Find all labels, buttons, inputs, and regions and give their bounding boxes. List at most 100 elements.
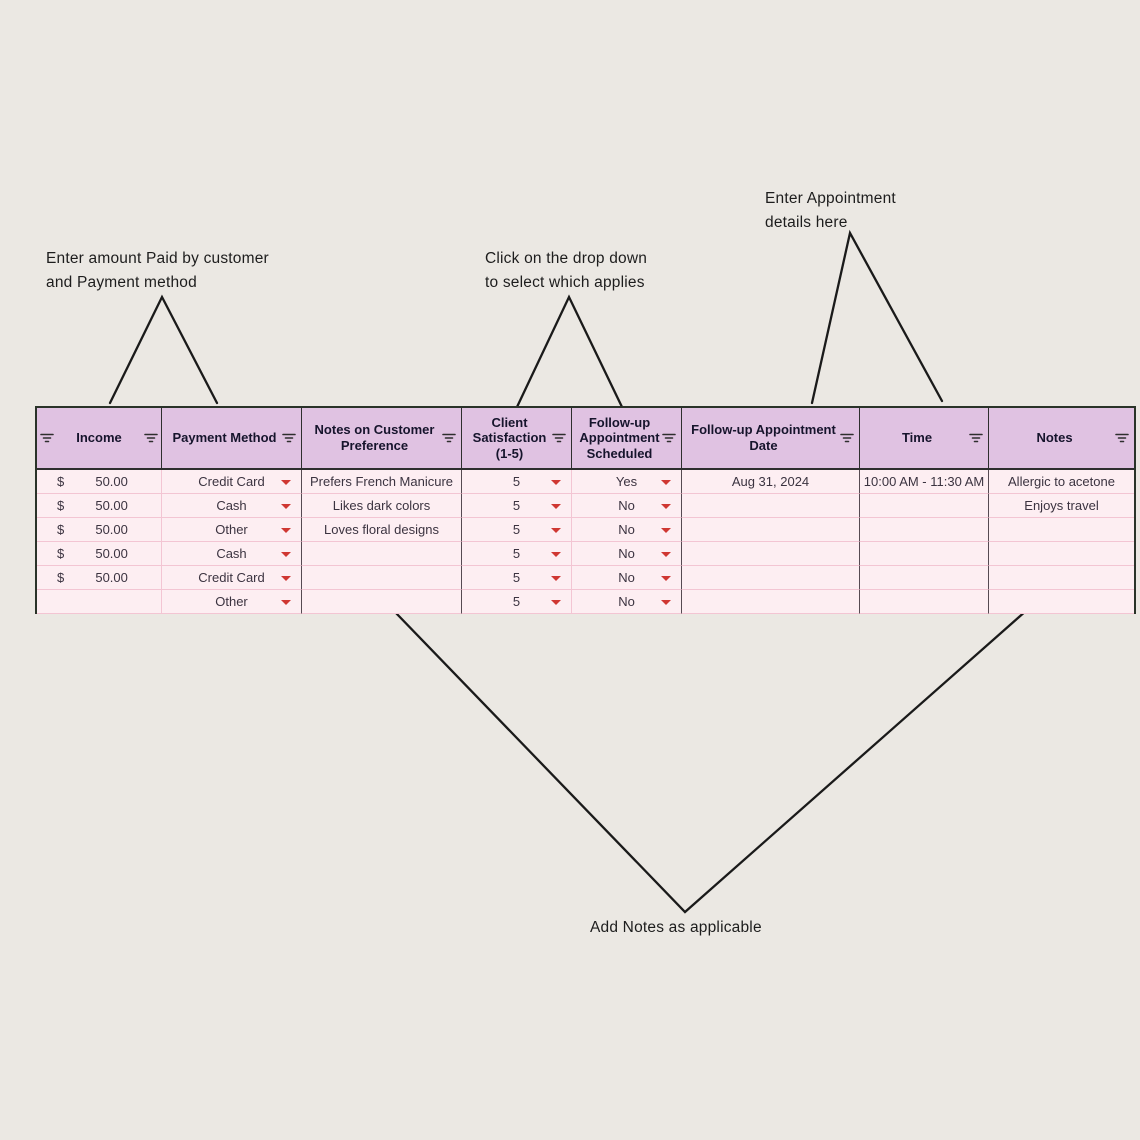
cell-scheduled[interactable]: No	[572, 542, 682, 566]
cell-preference[interactable]: Loves floral designs	[302, 518, 462, 542]
cell-notes[interactable]	[989, 590, 1134, 614]
dropdown-arrow-icon[interactable]	[551, 503, 561, 509]
header-followup-scheduled: Follow-up Appointment Scheduled	[572, 408, 682, 470]
header-followup-date-label: Follow-up Appointment Date	[691, 422, 836, 453]
cell-followup-date[interactable]	[682, 566, 860, 590]
cell-income[interactable]: $50.00	[37, 518, 162, 542]
dropdown-arrow-icon[interactable]	[551, 551, 561, 557]
callout-line-income-payment	[108, 294, 219, 405]
filter-icon[interactable]	[442, 433, 456, 443]
cell-satisfaction[interactable]: 5	[462, 518, 572, 542]
header-followup-date: Follow-up Appointment Date	[682, 408, 860, 470]
cell-time[interactable]	[860, 590, 989, 614]
cell-time[interactable]	[860, 518, 989, 542]
cell-notes[interactable]	[989, 566, 1134, 590]
dropdown-arrow-icon[interactable]	[281, 551, 291, 557]
cell-time[interactable]: 10:00 AM - 11:30 AM	[860, 470, 989, 494]
dropdown-arrow-icon[interactable]	[661, 575, 671, 581]
callout-line-appointment	[810, 229, 944, 405]
header-income: Income	[37, 408, 162, 470]
dropdown-arrow-icon[interactable]	[661, 599, 671, 605]
dropdown-arrow-icon[interactable]	[281, 575, 291, 581]
cell-payment-method[interactable]: Credit Card	[162, 566, 302, 590]
cell-payment-method[interactable]: Credit Card	[162, 470, 302, 494]
cell-payment-method[interactable]: Cash	[162, 542, 302, 566]
cell-scheduled[interactable]: No	[572, 590, 682, 614]
dropdown-arrow-icon[interactable]	[281, 527, 291, 533]
cell-satisfaction[interactable]: 5	[462, 542, 572, 566]
cell-time[interactable]	[860, 542, 989, 566]
cell-time[interactable]	[860, 494, 989, 518]
cell-scheduled[interactable]: No	[572, 518, 682, 542]
cell-payment-method[interactable]: Other	[162, 590, 302, 614]
currency-symbol: $	[57, 522, 65, 537]
dropdown-arrow-icon[interactable]	[661, 551, 671, 557]
dropdown-arrow-icon[interactable]	[661, 503, 671, 509]
callout-income-payment-line2: and Payment method	[46, 274, 197, 291]
cell-preference[interactable]	[302, 566, 462, 590]
cell-satisfaction[interactable]: 5	[462, 566, 572, 590]
filter-icon[interactable]	[282, 433, 296, 443]
cell-income[interactable]	[37, 590, 162, 614]
filter-icon[interactable]	[969, 433, 983, 443]
cell-notes[interactable]	[989, 542, 1134, 566]
filter-icon[interactable]	[144, 433, 158, 443]
cell-payment-method[interactable]: Other	[162, 518, 302, 542]
cell-income[interactable]: $50.00	[37, 566, 162, 590]
dropdown-arrow-icon[interactable]	[281, 503, 291, 509]
cell-scheduled[interactable]: No	[572, 494, 682, 518]
filter-icon[interactable]	[662, 433, 676, 443]
callout-income-payment-line1: Enter amount Paid by customer	[46, 250, 269, 267]
callout-income-payment: Enter amount Paid by customer and Paymen…	[46, 247, 269, 295]
cell-followup-date[interactable]	[682, 542, 860, 566]
cell-income[interactable]: $50.00	[37, 470, 162, 494]
dropdown-arrow-icon[interactable]	[281, 479, 291, 485]
cell-followup-date[interactable]	[682, 518, 860, 542]
currency-symbol: $	[57, 570, 65, 585]
dropdown-arrow-icon[interactable]	[551, 575, 561, 581]
cell-income[interactable]: $50.00	[37, 542, 162, 566]
cell-satisfaction[interactable]: 5	[462, 470, 572, 494]
cell-preference[interactable]: Likes dark colors	[302, 494, 462, 518]
cell-preference[interactable]	[302, 590, 462, 614]
header-customer-preference-label: Notes on Customer Preference	[314, 422, 435, 453]
header-followup-scheduled-label: Follow-up Appointment Scheduled	[579, 414, 660, 461]
spreadsheet-table: Income Payment Method Notes on Customer …	[35, 406, 1136, 614]
cell-satisfaction[interactable]: 5	[462, 590, 572, 614]
cell-income[interactable]: $50.00	[37, 494, 162, 518]
header-customer-preference: Notes on Customer Preference	[302, 408, 462, 470]
dropdown-arrow-icon[interactable]	[551, 527, 561, 533]
cell-notes[interactable]: Enjoys travel	[989, 494, 1134, 518]
filter-icon[interactable]	[552, 433, 566, 443]
filter-icon[interactable]	[1115, 433, 1129, 443]
cell-notes[interactable]: Allergic to acetone	[989, 470, 1134, 494]
filter-icon[interactable]	[840, 433, 854, 443]
callout-appointment: Enter Appointment details here	[765, 187, 896, 235]
cell-followup-date[interactable]: Aug 31, 2024	[682, 470, 860, 494]
filter-icon[interactable]	[40, 433, 54, 443]
header-notes-label: Notes	[1036, 430, 1073, 446]
cell-followup-date[interactable]	[682, 590, 860, 614]
callout-line-dropdown	[515, 294, 624, 409]
callout-line-notes	[393, 608, 1029, 914]
cell-preference[interactable]: Prefers French Manicure	[302, 470, 462, 494]
header-client-satisfaction: Client Satisfaction (1-5)	[462, 408, 572, 470]
callout-dropdown: Click on the drop down to select which a…	[485, 247, 647, 295]
cell-followup-date[interactable]	[682, 494, 860, 518]
cell-scheduled[interactable]: Yes	[572, 470, 682, 494]
cell-notes[interactable]	[989, 518, 1134, 542]
dropdown-arrow-icon[interactable]	[551, 599, 561, 605]
dropdown-arrow-icon[interactable]	[281, 599, 291, 605]
dropdown-arrow-icon[interactable]	[551, 479, 561, 485]
cell-preference[interactable]	[302, 542, 462, 566]
cell-satisfaction[interactable]: 5	[462, 494, 572, 518]
cell-payment-method[interactable]: Cash	[162, 494, 302, 518]
callout-appointment-line1: Enter Appointment	[765, 190, 896, 207]
header-notes: Notes	[989, 408, 1134, 470]
currency-symbol: $	[57, 498, 65, 513]
dropdown-arrow-icon[interactable]	[661, 527, 671, 533]
cell-scheduled[interactable]: No	[572, 566, 682, 590]
dropdown-arrow-icon[interactable]	[661, 479, 671, 485]
cell-time[interactable]	[860, 566, 989, 590]
